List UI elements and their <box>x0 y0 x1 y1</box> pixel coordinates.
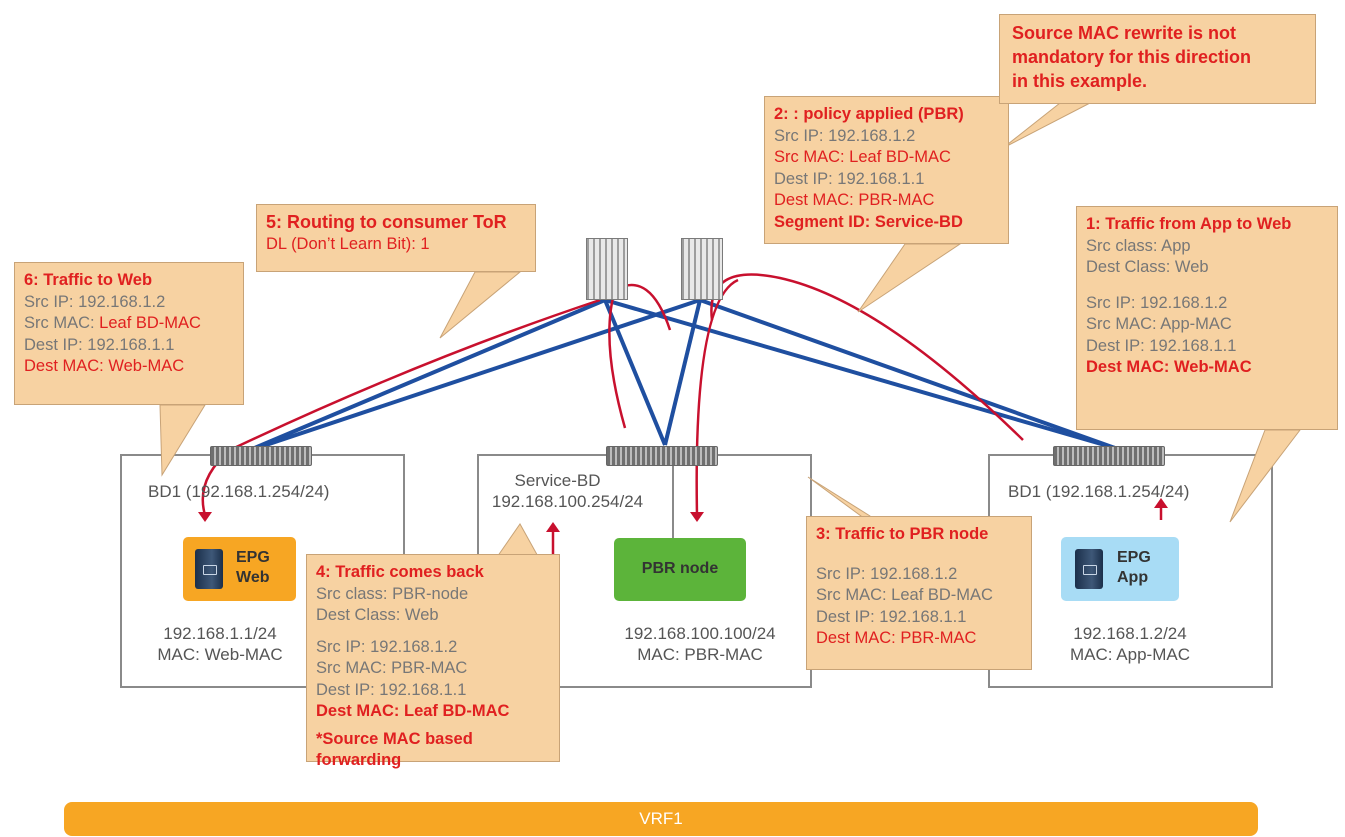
pointer-c1 <box>1229 429 1302 523</box>
server-icon <box>195 549 223 589</box>
uplink-right-spine1 <box>604 298 1116 450</box>
callout-4-line6: Dest MAC: Leaf BD-MAC <box>316 702 510 720</box>
bd-label-left: BD1 (192.168.1.254/24) <box>148 482 330 501</box>
bd-label-right: BD1 (192.168.1.254/24) <box>1008 482 1190 501</box>
callout-4: 4: Traffic comes back Src class: PBR-nod… <box>306 554 560 769</box>
uplink-left-spine1 <box>244 298 606 454</box>
pointer-c7 <box>1002 102 1091 149</box>
callout-7-line1: Source MAC rewrite is not <box>1012 23 1237 43</box>
callout-6-line1: Src IP: 192.168.1.2 <box>24 292 166 311</box>
pbr-mac: MAC: PBR-MAC <box>637 645 763 664</box>
flow-spine-to-pbr <box>695 278 739 516</box>
pbr-ip: 192.168.100.100/24 <box>624 624 776 643</box>
epg-app-label: EPG App <box>1117 548 1151 588</box>
callout-4-line5: Dest IP: 192.168.1.1 <box>316 680 467 699</box>
callout-4-line7: *Source MAC based forwarding <box>316 729 473 770</box>
app-ip: 192.168.1.2/24 <box>1073 624 1187 643</box>
callout-6-title: 6: Traffic to Web <box>24 271 153 289</box>
uplink-right-spine2 <box>699 298 1116 450</box>
pointer-c2 <box>857 243 962 313</box>
pointer-c5 <box>439 271 522 339</box>
callout-7: Source MAC rewrite is not mandatory for … <box>999 14 1316 104</box>
uplink-service-spine1 <box>603 299 667 446</box>
leaf-switch-right <box>1053 446 1165 466</box>
epg-app-line1: EPG <box>1117 549 1151 566</box>
pbr-node-label: PBR node <box>641 560 719 577</box>
leaf-switch-left <box>210 446 312 466</box>
callout-4-line3: Src IP: 192.168.1.2 <box>316 637 458 656</box>
callout-5-title: 5: Routing to consumer ToR <box>266 212 507 232</box>
callout-5-line1: DL (Don’t Learn Bit): 1 <box>266 234 430 253</box>
callout-1-title: 1: Traffic from App to Web <box>1086 215 1292 233</box>
callout-4-line4: Src MAC: PBR-MAC <box>316 659 468 677</box>
callout-3-title: 3: Traffic to PBR node <box>816 525 989 543</box>
callout-3-line1: Src IP: 192.168.1.2 <box>816 564 958 583</box>
callout-1-line5: Dest IP: 192.168.1.1 <box>1086 336 1237 355</box>
callout-3-line4: Dest MAC: PBR-MAC <box>816 629 977 647</box>
callout-1-line6: Dest MAC: Web-MAC <box>1086 358 1252 376</box>
pbr-node: PBR node <box>614 538 746 601</box>
web-mac: MAC: Web-MAC <box>157 645 283 664</box>
spine-switch-1 <box>586 238 628 300</box>
epg-app-line2: App <box>1117 569 1149 586</box>
vrf-bar: VRF1 <box>64 802 1258 836</box>
callout-6-line3: Dest IP: 192.168.1.1 <box>24 335 175 354</box>
web-ip: 192.168.1.1/24 <box>163 624 277 643</box>
callout-1-line4: Src MAC: App-MAC <box>1086 315 1232 333</box>
uplinks <box>244 298 1116 454</box>
arrow-app-up <box>1154 498 1168 508</box>
epg-web-line1: EPG <box>236 549 270 566</box>
epg-web: EPG Web <box>183 537 296 601</box>
flow-spine-to-web <box>201 298 601 516</box>
callout-1-line1: Src class: App <box>1086 236 1191 255</box>
app-mac: MAC: App-MAC <box>1070 645 1190 664</box>
uplink-left-spine2 <box>244 298 701 454</box>
arrow-service-up <box>546 522 560 532</box>
callout-6-line2-value: Leaf BD-MAC <box>99 314 201 332</box>
epg-web-line2: Web <box>236 569 270 586</box>
callout-7-line3: in this example. <box>1012 71 1148 91</box>
callout-4-line1: Src class: PBR-node <box>316 584 469 603</box>
callout-3-line2: Src MAC: Leaf BD-MAC <box>816 586 993 604</box>
callout-1: 1: Traffic from App to Web Src class: Ap… <box>1076 206 1338 430</box>
arrowheads <box>198 498 1168 532</box>
pointer-c6 <box>159 404 206 477</box>
callout-2: 2: : policy applied (PBR) Src IP: 192.16… <box>764 96 1009 244</box>
callout-2-line1: Src IP: 192.168.1.2 <box>774 126 916 145</box>
callout-2-line3: Dest IP: 192.168.1.1 <box>774 169 925 188</box>
epg-app: EPG App <box>1061 537 1179 601</box>
callout-6: 6: Traffic to Web Src IP: 192.168.1.2 Sr… <box>14 262 244 405</box>
epg-web-label: EPG Web <box>236 548 270 588</box>
callout-2-line4: Dest MAC: PBR-MAC <box>774 191 935 209</box>
callout-7-line2: mandatory for this direction <box>1012 47 1252 67</box>
arrow-pbr <box>690 512 704 522</box>
callout-1-line3: Src IP: 192.168.1.2 <box>1086 293 1228 312</box>
service-bd-label: Service-BD <box>514 471 601 490</box>
flows <box>201 273 1163 556</box>
server-icon <box>1075 549 1103 589</box>
callout-6-line2-prefix: Src MAC: <box>24 314 100 332</box>
spine-switch-2 <box>681 238 723 300</box>
leaf-switch-service <box>606 446 718 466</box>
callout-4-title: 4: Traffic comes back <box>316 563 484 581</box>
callout-2-title: 2: : policy applied (PBR) <box>774 105 964 123</box>
callout-1-line2: Dest Class: Web <box>1086 258 1209 276</box>
callout-3-line3: Dest IP: 192.168.1.1 <box>816 607 967 626</box>
callout-6-line4: Dest MAC: Web-MAC <box>24 357 185 375</box>
flow-back-to-spine <box>608 283 672 429</box>
callout-3: 3: Traffic to PBR node Src IP: 192.168.1… <box>806 516 1032 670</box>
arrow-web <box>198 512 212 522</box>
callout-2-line2: Src MAC: Leaf BD-MAC <box>774 148 951 166</box>
callout-5: 5: Routing to consumer ToR DL (Don’t Lea… <box>256 204 536 272</box>
callout-4-line2: Dest Class: Web <box>316 606 439 624</box>
service-bd-gateway: 192.168.100.254/24 <box>491 492 644 511</box>
callout-2-line5: Segment ID: Service-BD <box>774 212 963 231</box>
callout-6-line2: Src MAC: Leaf BD-MAC <box>24 313 234 335</box>
